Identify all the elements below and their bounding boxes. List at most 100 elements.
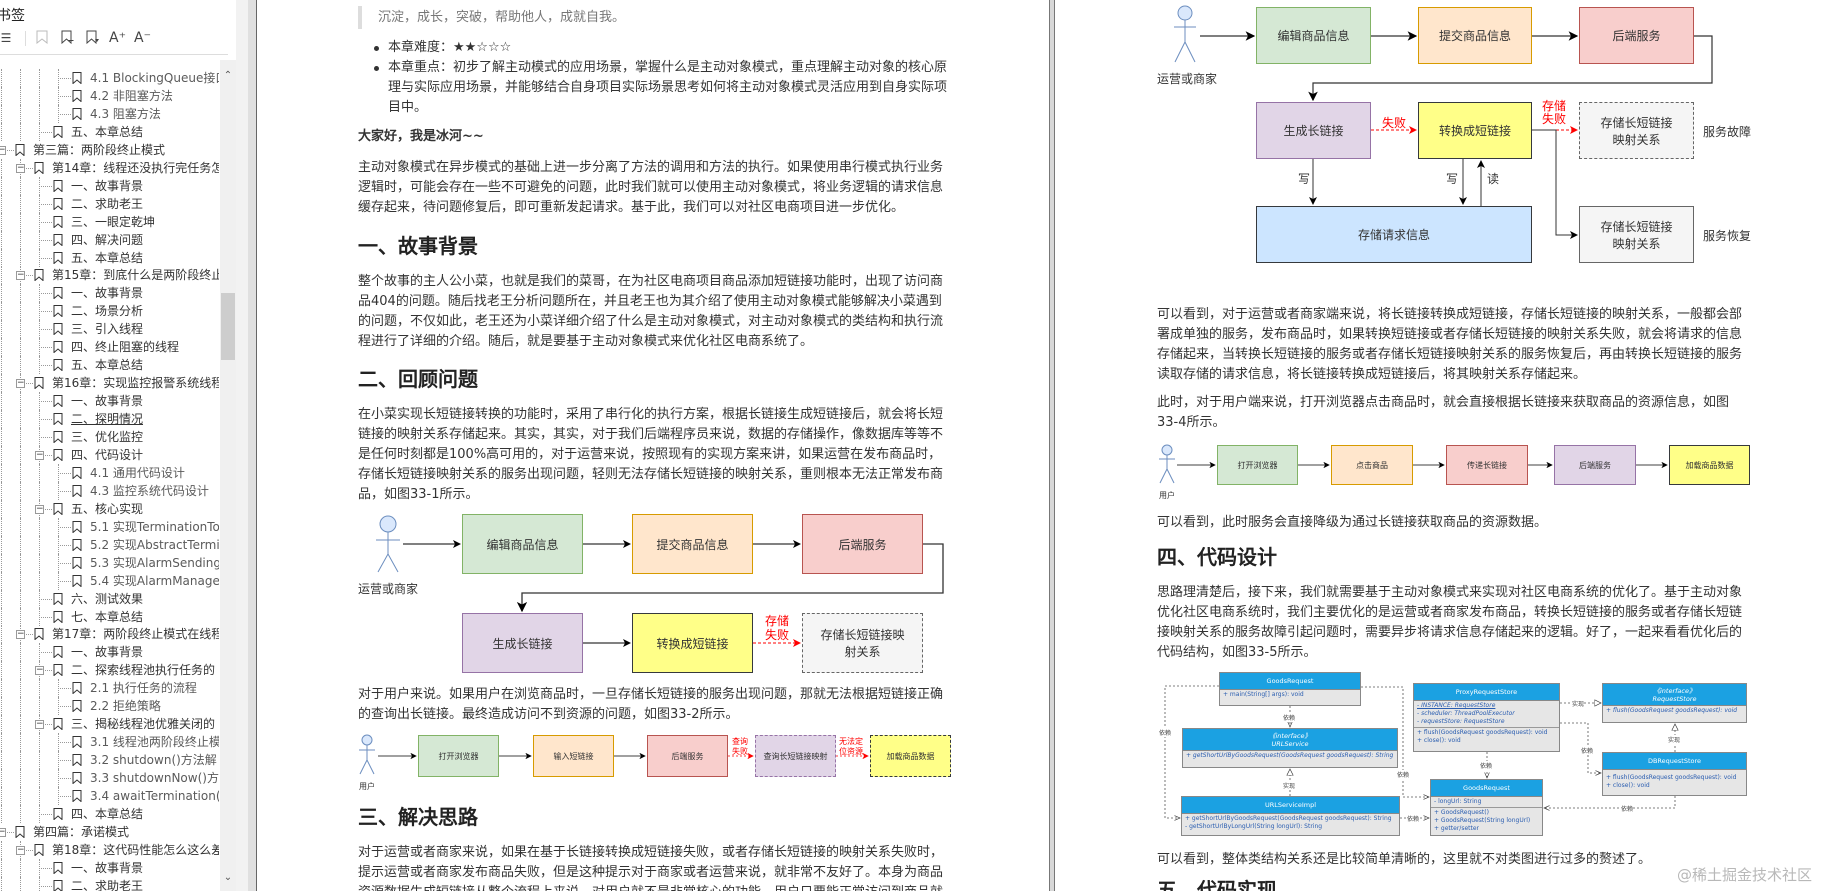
- difficulty-item: 本章难度：★★☆☆☆: [388, 40, 512, 55]
- collapse-toggle-icon[interactable]: −: [0, 145, 6, 155]
- bookmark-scrollbar[interactable]: ⌃ ⌄: [220, 60, 236, 891]
- tree-guide-line: [1, 715, 2, 734]
- tree-guide-line: [39, 104, 40, 123]
- bookmark-icon: [72, 484, 82, 497]
- generate-long-link-box: 生成长链接: [1256, 102, 1371, 159]
- font-increase-icon[interactable]: A⁺: [109, 30, 126, 46]
- bookmark-item[interactable]: 一、故事背景: [0, 176, 219, 195]
- bookmark-item[interactable]: 5.3 实现AlarmSendingT: [0, 553, 219, 572]
- bookmark-item[interactable]: 二、求助老王: [0, 876, 219, 891]
- bookmark-item[interactable]: 3.2 shutdown()方法解: [0, 751, 219, 770]
- cannot-locate-label: 无法定位资源: [839, 737, 863, 756]
- store-mapping-recovered-box: 存储长短链接映射关系: [1579, 206, 1694, 263]
- bookmark-item[interactable]: 5.4 实现AlarmManager类: [0, 571, 219, 590]
- bookmark-item[interactable]: 3.1 线程池两阶段终止模: [0, 733, 219, 752]
- tree-guide-line: [20, 787, 21, 805]
- bookmark-item[interactable]: 七、本章总结: [0, 607, 219, 626]
- bookmark-item[interactable]: 二、场景分析: [0, 302, 219, 321]
- bookmark-item[interactable]: 一、故事背景: [0, 284, 219, 303]
- bookmark-item[interactable]: −五、核心实现: [0, 499, 219, 518]
- class-name: GoodsRequest: [1431, 780, 1542, 797]
- bookmark-item[interactable]: 一、故事背景: [0, 858, 219, 877]
- bookmark-item[interactable]: 二、求助老王: [0, 194, 219, 213]
- bookmark-item[interactable]: 2.2 拒绝策略: [0, 697, 219, 716]
- panel-splitter[interactable]: [236, 0, 256, 891]
- bookmark-item[interactable]: −第18章：这代码性能怎么这么差: [0, 840, 219, 859]
- depends-label: 依赖: [1581, 746, 1594, 755]
- bookmark-item[interactable]: 4.3 阻塞方法: [0, 104, 219, 123]
- bookmark-item[interactable]: 4.3 监控系统代码设计: [0, 481, 219, 500]
- bookmark-item[interactable]: −第15章：到底什么是两阶段终止: [0, 266, 219, 285]
- bookmark-item[interactable]: 2.1 执行任务的流程: [0, 679, 219, 698]
- bookmark-item[interactable]: 二、探明情况: [0, 410, 219, 429]
- bookmark-add-icon[interactable]: [60, 30, 76, 46]
- collapse-toggle-icon[interactable]: −: [0, 827, 6, 837]
- bookmark-item[interactable]: 五、本章总结: [0, 248, 219, 267]
- bookmark-item[interactable]: 4.1 通用代码设计: [0, 463, 219, 482]
- bookmark-item[interactable]: 三、引入线程: [0, 320, 219, 339]
- class-method: + GoodsRequest(String longUrl): [1434, 817, 1531, 824]
- tree-guide-line: [1, 625, 2, 644]
- list-icon[interactable]: ☰: [0, 31, 12, 45]
- bookmark-item[interactable]: 3.3 shutdownNow()方: [0, 769, 219, 788]
- collapse-toggle-icon[interactable]: −: [35, 449, 44, 460]
- tree-connector: [20, 634, 33, 636]
- bookmark-item[interactable]: 一、故事背景: [0, 643, 219, 662]
- bookmark-item[interactable]: 三、一眼定乾坤: [0, 212, 219, 231]
- bookmark-item[interactable]: −四、代码设计: [0, 445, 219, 464]
- scroll-up-icon[interactable]: ⌃: [223, 70, 233, 81]
- tree-connector: [1, 831, 14, 833]
- bookmark-item[interactable]: −第17章：两阶段终止模式在线程: [0, 625, 219, 644]
- collapse-toggle-icon[interactable]: −: [16, 270, 25, 281]
- bookmark-item[interactable]: −二、探索线程池执行任务的: [0, 661, 219, 680]
- bookmark-delete-icon[interactable]: [34, 30, 50, 46]
- tree-guide-line: [39, 697, 40, 716]
- tree-connector: [39, 311, 52, 313]
- bookmark-item[interactable]: 3.4 awaitTermination(): [0, 787, 219, 805]
- section-heading: 二、回顾问题: [358, 367, 478, 391]
- bookmark-icon: [72, 556, 82, 569]
- scroll-down-icon[interactable]: ⌄: [223, 872, 233, 883]
- actor-label: 运营或商家: [1157, 72, 1218, 86]
- bookmark-item[interactable]: −第14章：线程还没执行完任务怎: [0, 158, 219, 177]
- bookmark-item[interactable]: −第四篇：承诺模式: [0, 823, 219, 841]
- bookmark-item[interactable]: 5.1 实现TerminationTok: [0, 517, 219, 536]
- collapse-toggle-icon[interactable]: −: [16, 162, 25, 173]
- tree-guide-line: [20, 697, 21, 716]
- bookmark-item[interactable]: 四、终止阻塞的线程: [0, 338, 219, 357]
- bookmark-item[interactable]: 四、解决问题: [0, 230, 219, 249]
- input-short-link-box: 输入短链接: [533, 735, 614, 777]
- bookmark-item[interactable]: −第16章：实现监控报警系统线程: [0, 374, 219, 393]
- tree-connector: [58, 490, 71, 492]
- collapse-toggle-icon[interactable]: −: [16, 844, 25, 855]
- tree-guide-line: [20, 715, 21, 734]
- collapse-toggle-icon[interactable]: −: [16, 629, 25, 640]
- bookmark-item[interactable]: 四、本章总结: [0, 804, 219, 823]
- bookmark-item[interactable]: 三、优化监控: [0, 428, 219, 446]
- collapse-toggle-icon[interactable]: −: [35, 503, 44, 514]
- tree-connector: [39, 293, 52, 295]
- bookmark-item[interactable]: −三、揭秘线程池优雅关闭的: [0, 715, 219, 734]
- bookmark-label: 5.2 实现AbstractTermin: [90, 537, 219, 552]
- font-decrease-icon[interactable]: A⁻: [134, 30, 151, 46]
- bookmark-item[interactable]: 5.2 实现AbstractTermin: [0, 535, 219, 554]
- bookmark-item[interactable]: 4.1 BlockingQueue接口: [0, 69, 219, 87]
- bookmark-item[interactable]: − 第三篇：两阶段终止模式: [0, 141, 219, 159]
- collapse-toggle-icon[interactable]: −: [35, 665, 44, 676]
- bookmark-icon: [53, 323, 63, 336]
- bookmark-item[interactable]: 五、本章总结: [0, 122, 219, 141]
- tree-guide-line: [20, 571, 21, 590]
- bookmark-item[interactable]: 五、本章总结: [0, 356, 219, 375]
- collapse-toggle-icon[interactable]: −: [16, 378, 25, 389]
- class-name: DBRequestStore: [1603, 753, 1746, 770]
- bookmark-label: 第三篇：两阶段终止模式: [33, 142, 166, 157]
- tree-guide-line: [20, 104, 21, 123]
- bookmark-down-icon[interactable]: [85, 30, 101, 46]
- collapse-toggle-icon[interactable]: −: [35, 719, 44, 730]
- scrollbar-thumb[interactable]: [221, 293, 235, 360]
- bookmark-item[interactable]: 六、测试效果: [0, 589, 219, 608]
- paragraph: 对于用户来说。如果用户在浏览商品时，一旦存储长短链接的服务出现问题，那就无法根据…: [358, 687, 944, 722]
- bookmark-item[interactable]: 一、故事背景: [0, 392, 219, 411]
- bookmark-item[interactable]: 4.2 非阻塞方法: [0, 86, 219, 105]
